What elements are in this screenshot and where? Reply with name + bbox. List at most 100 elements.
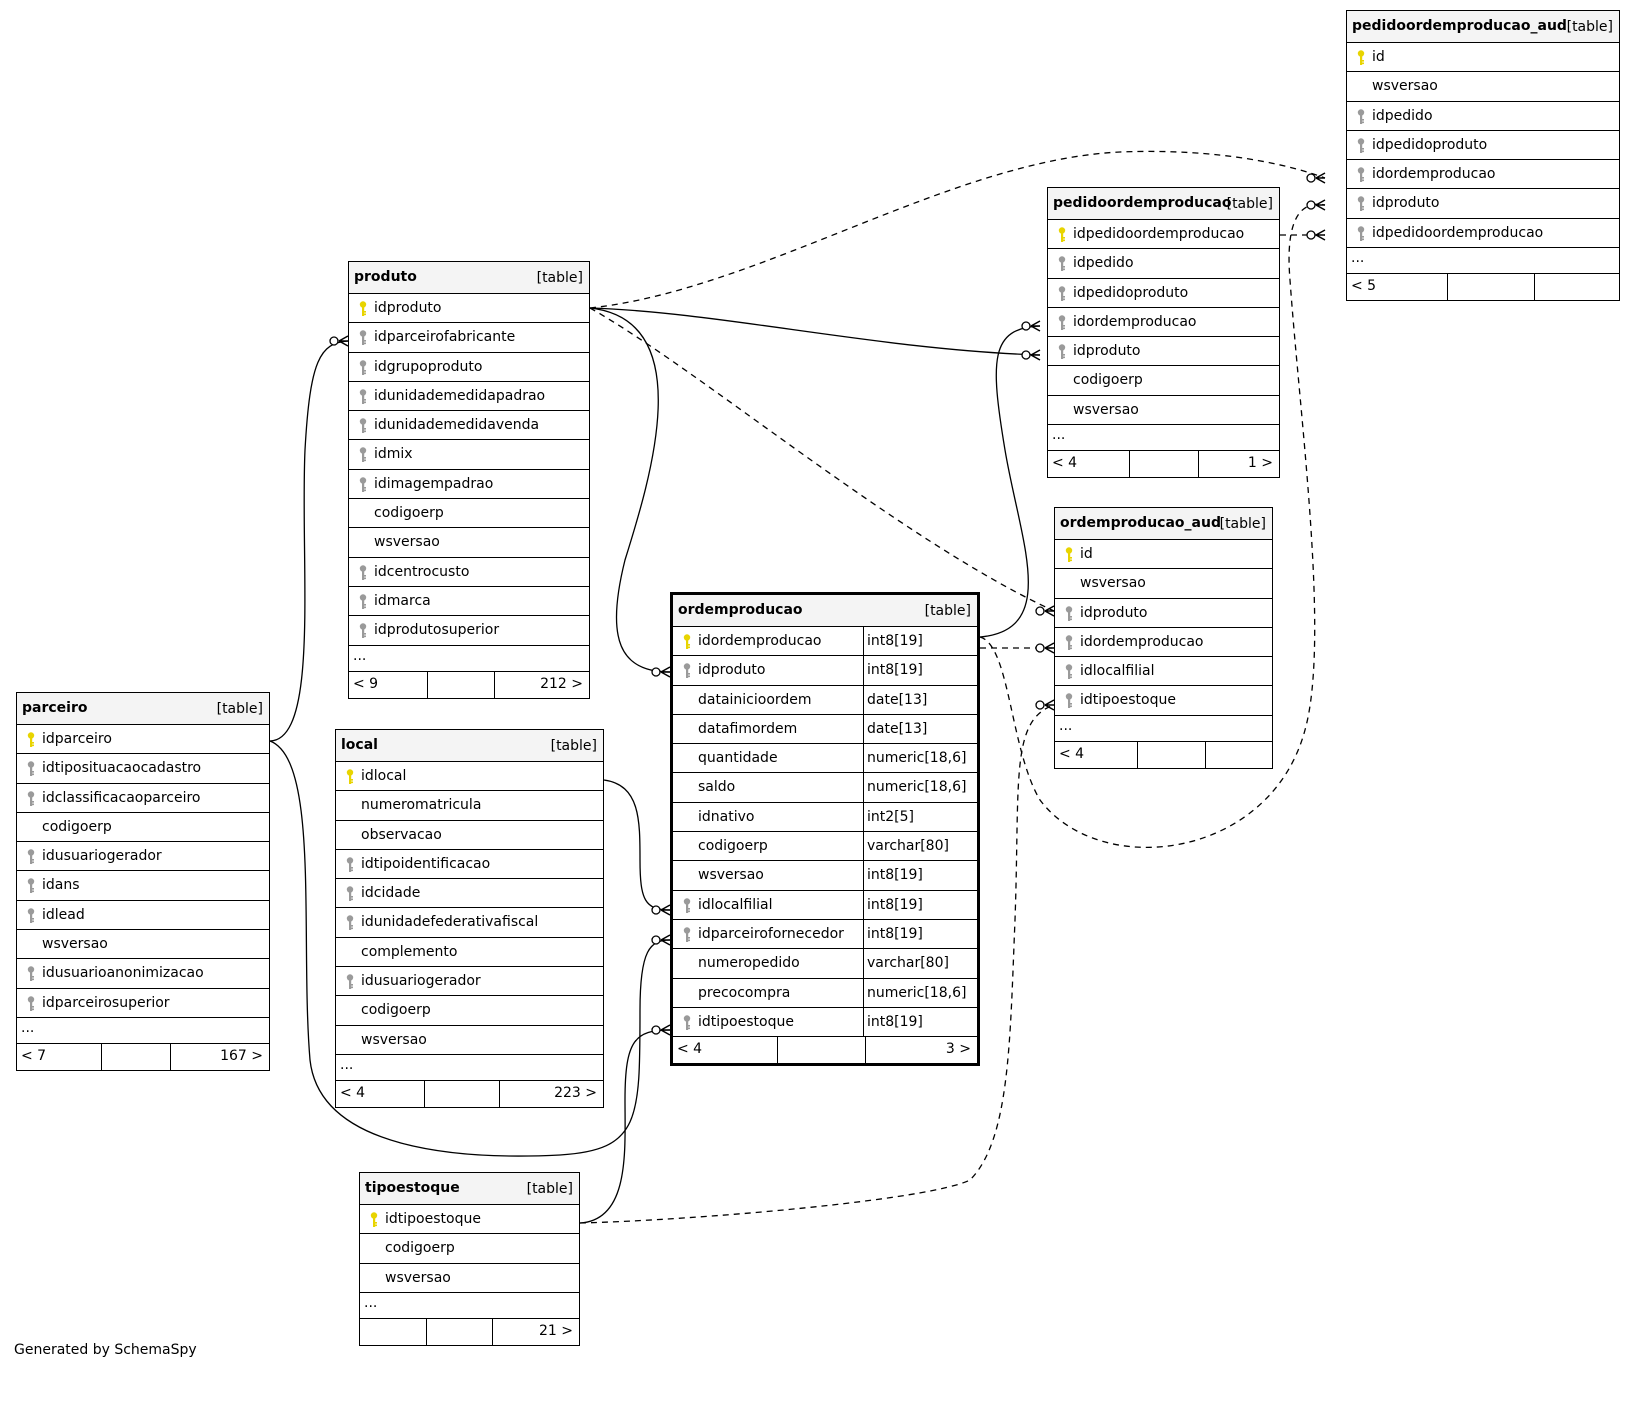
column-row[interactable]: idpedidoordemproducao — [1347, 219, 1619, 249]
child-count[interactable] — [1534, 274, 1619, 301]
table-header[interactable]: pedidoordemproducao_aud[table] — [1347, 11, 1619, 43]
column-row[interactable]: idparceirosuperior — [17, 989, 269, 1018]
column-row[interactable]: idtipoestoque — [360, 1205, 579, 1235]
parent-count[interactable]: < 4 — [1059, 745, 1085, 762]
column-row[interactable]: idunidademedidapadrao — [349, 382, 589, 412]
column-row[interactable]: idclassificacaoparceiro — [17, 784, 269, 813]
column-row[interactable]: idpedidoproduto — [1048, 279, 1279, 308]
column-row[interactable]: idpedidoordemproducao — [1048, 220, 1279, 250]
column-row[interactable]: idunidademedidavenda — [349, 411, 589, 441]
parent-count[interactable]: < 4 — [677, 1041, 703, 1058]
column-row[interactable]: idlocal — [336, 762, 603, 792]
column-row[interactable]: codigoerp — [1048, 366, 1279, 396]
column-row[interactable]: idcentrocusto — [349, 558, 589, 587]
column-row[interactable]: idimagempadrao — [349, 470, 589, 500]
column-row[interactable]: idprodutosuperior — [349, 616, 589, 646]
column-row[interactable]: idtiposituacaocadastro — [17, 754, 269, 784]
column-row[interactable]: idgrupoproduto — [349, 353, 589, 382]
column-row[interactable]: wsversao — [1055, 569, 1272, 599]
column-row[interactable]: idproduto — [349, 294, 589, 324]
column-row[interactable]: idlocalfilial — [1055, 657, 1272, 687]
column-row[interactable]: idparceirofabricante — [349, 323, 589, 353]
child-count[interactable]: 3 > — [865, 1037, 977, 1064]
column-row[interactable]: complemento — [336, 938, 603, 968]
column-row[interactable]: idusuarioanonimizacao — [17, 959, 269, 989]
column-row[interactable]: idmarca — [349, 587, 589, 617]
column-row[interactable]: idtipoidentificacao — [336, 850, 603, 880]
column-row[interactable]: wsversao — [1048, 396, 1279, 426]
parent-count[interactable]: < 5 — [1351, 278, 1377, 295]
column-row[interactable]: wsversao — [349, 528, 589, 558]
column-row[interactable]: id — [1347, 43, 1619, 73]
column-row[interactable]: idordemproducao — [1048, 308, 1279, 338]
table-header[interactable]: pedidoordemproducao[table] — [1048, 188, 1279, 220]
column-row[interactable]: wsversao — [1347, 72, 1619, 102]
child-count[interactable]: 223 > — [499, 1080, 603, 1107]
child-count[interactable]: 1 > — [1198, 451, 1279, 478]
parent-count[interactable]: < 4 — [340, 1084, 366, 1101]
column-row[interactable]: idordemproducao — [1055, 628, 1272, 658]
parent-count[interactable] — [360, 1319, 426, 1345]
table-header[interactable]: produto[table] — [349, 262, 589, 294]
column-row[interactable]: idproduto — [1048, 337, 1279, 367]
column-row[interactable]: idpedido — [1048, 249, 1279, 279]
table-header[interactable]: ordemproducao[table] — [673, 595, 977, 627]
column-row[interactable]: idordemproducao — [1347, 160, 1619, 190]
column-row[interactable]: idparceiro — [17, 725, 269, 755]
column-row[interactable]: id — [1055, 540, 1272, 570]
column-row[interactable]: idmix — [349, 440, 589, 470]
column-row[interactable]: idusuariogerador — [17, 842, 269, 872]
table-header[interactable]: local[table] — [336, 730, 603, 762]
child-count[interactable]: 212 > — [494, 671, 589, 698]
column-row[interactable]: wsversao — [360, 1264, 579, 1293]
child-count[interactable]: 21 > — [492, 1318, 579, 1345]
column-row[interactable]: idusuariogerador — [336, 967, 603, 997]
column-row[interactable]: numeromatricula — [336, 791, 603, 821]
table-header[interactable]: parceiro[table] — [17, 693, 269, 725]
column-row[interactable]: idproduto — [1055, 599, 1272, 628]
column-row[interactable]: wsversao — [17, 930, 269, 960]
column-row[interactable]: codigoerp — [349, 499, 589, 529]
column-row[interactable]: idans — [17, 871, 269, 901]
child-count[interactable]: 167 > — [170, 1043, 269, 1070]
parent-count[interactable]: < 7 — [21, 1047, 47, 1064]
table-header[interactable]: tipoestoque[table] — [360, 1173, 579, 1205]
parent-count[interactable]: < 4 — [1052, 455, 1078, 472]
column-row[interactable]: codigoerp — [360, 1234, 579, 1264]
child-count[interactable] — [1205, 741, 1272, 768]
column-row[interactable]: idunidadefederativafiscal — [336, 908, 603, 938]
column-row[interactable]: idpedidoproduto — [1347, 131, 1619, 161]
column-row[interactable]: idpedido — [1347, 102, 1619, 131]
table-header[interactable]: ordemproducao_aud[table] — [1055, 508, 1272, 540]
column-row[interactable]: idlead — [17, 901, 269, 931]
column-row[interactable]: idtipoestoque — [1055, 686, 1272, 716]
column-row[interactable]: observacao — [336, 821, 603, 850]
table-pedidoordemproducao[interactable]: pedidoordemproducao[table]idpedidoordemp… — [1047, 187, 1280, 479]
column-row[interactable]: wsversao — [336, 1026, 603, 1055]
column-row[interactable]: codigoerp — [17, 813, 269, 843]
parent-count[interactable]: < 9 — [353, 675, 379, 692]
column-row[interactable]: idcidade — [336, 879, 603, 909]
column-row[interactable]: codigoerp — [336, 996, 603, 1026]
